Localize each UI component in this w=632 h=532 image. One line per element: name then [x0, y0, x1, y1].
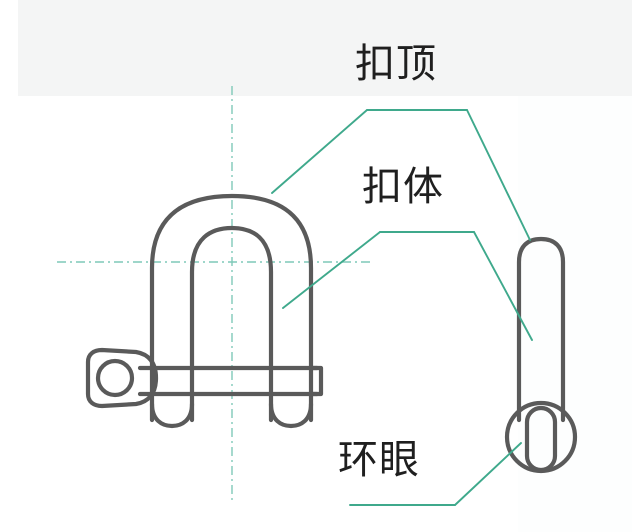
leader-lines: [271, 109, 533, 506]
side-eye-ring: [504, 400, 578, 474]
side-eye-slot: [524, 405, 558, 473]
label-ring-eye: 环眼: [338, 437, 420, 483]
centerlines: [57, 86, 373, 500]
front-view: [85, 193, 324, 429]
pin-right-stub: [308, 365, 324, 397]
drawing-panel-left: [18, 96, 518, 532]
leader-eye-to-side: [454, 442, 522, 506]
left-margin-strip: [0, 0, 18, 532]
label-shackle-top: 扣顶: [355, 41, 437, 87]
leader-body-to-front: [282, 231, 381, 309]
bow-right-leg-cap: [268, 401, 314, 429]
side-bow-outline: [516, 236, 566, 423]
leader-top-to-front: [271, 109, 368, 194]
leader-top-to-side: [466, 109, 531, 241]
pin-head-outline: [85, 347, 159, 409]
label-shackle-body: 扣体: [362, 164, 444, 210]
side-view: [504, 236, 578, 474]
bow-outer-outline: [149, 193, 314, 423]
bow-left-leg-cap: [149, 401, 195, 429]
pin-head-hole: [95, 358, 135, 398]
bow-inner-outline: [189, 225, 274, 423]
leader-body-to-side: [473, 231, 533, 341]
